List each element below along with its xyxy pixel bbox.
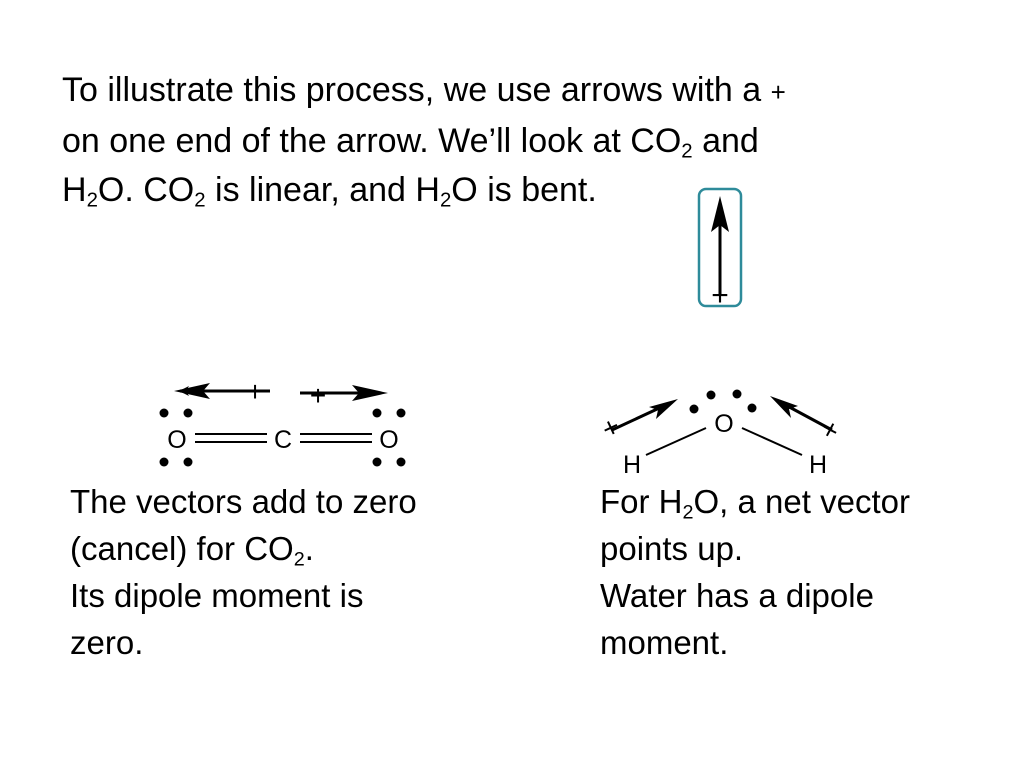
h2o-plus-right: + — [816, 412, 845, 447]
subscript: 2 — [293, 548, 305, 571]
intro-line-3-b: O. CO — [97, 171, 195, 209]
h2o-arrowhead-right — [770, 396, 798, 418]
intro-line-3: H2O. CO2 is linear, and H2O is bent. — [62, 166, 962, 215]
intro-line-2-a: on one end of the arrow. We’ll look at C… — [62, 122, 682, 160]
legend-frame — [697, 187, 743, 308]
co2-atom-o-left: O — [167, 426, 186, 454]
co2-atom-c: C — [274, 426, 292, 454]
co2-plus-right: + — [310, 380, 326, 411]
h2o-lone-pairs — [689, 389, 757, 414]
legend-dipole-arrow: + — [697, 187, 743, 312]
h2o-arrowhead-left — [649, 399, 678, 419]
h2o-atom-o: O — [714, 410, 733, 438]
co2-lone-pairs-left — [159, 408, 193, 467]
caption-h2o: For H2O, a net vector points up. Water h… — [600, 478, 1020, 666]
caption-h2o-line-2: points up. — [600, 530, 744, 567]
co2-plus-left: + — [247, 376, 263, 407]
co2-atom-o-right: O — [379, 426, 398, 454]
caption-h2o-line-1-a: For H — [600, 483, 683, 520]
intro-line-3-d: O is bent. — [451, 171, 597, 209]
caption-h2o-line-1-b: O, a net vector — [693, 483, 910, 520]
h2o-atom-h-left: H — [623, 451, 641, 479]
co2-molecule: + + O C O — [159, 376, 406, 467]
caption-h2o-line-1: For H2O, a net vector — [600, 478, 1020, 525]
subscript: 2 — [86, 189, 98, 212]
caption-h2o-line-3: Water has a dipole — [600, 577, 874, 614]
intro-line-2-b: and — [692, 122, 759, 160]
caption-co2-line-4: zero. — [70, 624, 144, 661]
intro-line-2: on one end of the arrow. We’ll look at C… — [62, 117, 962, 166]
intro-line-3-c: is linear, and H — [205, 171, 440, 209]
legend-arrow-head — [711, 196, 729, 232]
caption-co2: The vectors add to zero (cancel) for CO2… — [70, 478, 540, 666]
subscript: 2 — [439, 189, 452, 212]
co2-arrowhead-left — [174, 383, 210, 399]
legend-plus: + — [711, 279, 729, 312]
intro-paragraph: To illustrate this process, we use arrow… — [62, 66, 962, 215]
subscript: 2 — [682, 501, 694, 524]
h2o-bond-right — [741, 427, 803, 456]
subscript: 2 — [681, 140, 693, 163]
h2o-atom-h-right: H — [809, 451, 827, 479]
caption-co2-line-2: (cancel) for CO2. — [70, 525, 540, 572]
caption-h2o-line-4: moment. — [600, 624, 729, 661]
caption-co2-line-2-b: . — [304, 530, 314, 567]
co2-lone-pairs-right — [372, 408, 406, 467]
intro-line-3-a: H — [62, 171, 87, 209]
h2o-molecule: O H H + + — [597, 389, 845, 479]
intro-line-1: To illustrate this process, we use arrow… — [62, 66, 962, 117]
h2o-bond-left — [645, 427, 707, 456]
caption-co2-line-3: Its dipole moment is — [70, 577, 364, 614]
caption-co2-line-2-a: (cancel) for CO — [70, 530, 294, 567]
co2-arrowhead-right — [352, 385, 388, 401]
subscript: 2 — [194, 189, 206, 212]
intro-line-1-text: To illustrate this process, we use arrow… — [62, 71, 771, 109]
intro-plus-sign: + — [770, 77, 786, 107]
caption-co2-line-1: The vectors add to zero — [70, 483, 417, 520]
